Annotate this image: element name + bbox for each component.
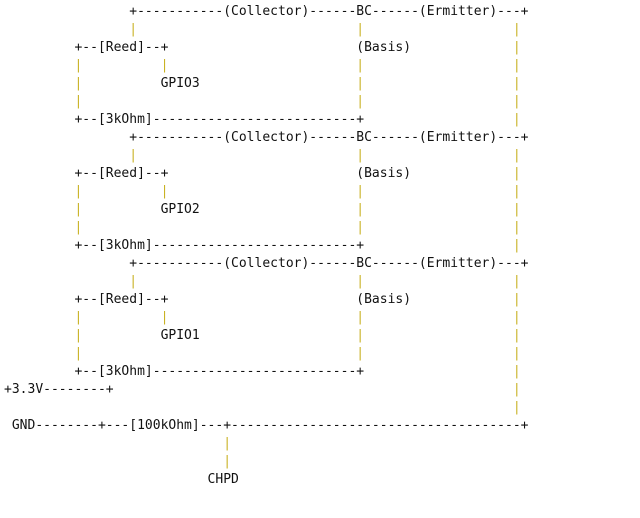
diagram-line: GND--------+---[100kOhm]---+------------… (11, 418, 529, 433)
diagram-line: | (223, 454, 232, 469)
diagram-line: | (512, 400, 521, 415)
diagram-line: | GPIO1 | | (74, 328, 521, 343)
ascii-circuit-diagram: +-----------(Collector)------BC------(Er… (4, 3, 528, 489)
diagram-line: +3.3V--------+ | (4, 382, 521, 397)
diagram-line: | (223, 436, 232, 451)
diagram-line: | | | (129, 274, 521, 289)
diagram-line: +--[3kOhm]--------------------------+ | (74, 364, 521, 379)
diagram-line: | GPIO2 | | (74, 202, 521, 217)
diagram-line: CHPD (207, 472, 239, 487)
diagram-line: | | | (74, 346, 521, 361)
diagram-line: | GPIO3 | | (74, 76, 521, 91)
diagram-line: +--[3kOhm]--------------------------+ | (74, 238, 521, 253)
diagram-line: | | | (129, 22, 521, 37)
diagram-line: +--[Reed]--+ (Basis) | (74, 40, 521, 55)
diagram-line: | | | (74, 220, 521, 235)
diagram-line: | | | (74, 94, 521, 109)
diagram-line: +-----------(Collector)------BC------(Er… (129, 4, 529, 19)
diagram-line: | | | | (74, 310, 521, 325)
diagram-line: | | | | (74, 58, 521, 73)
diagram-line: | | | | (74, 184, 521, 199)
diagram-line: +-----------(Collector)------BC------(Er… (129, 130, 529, 145)
diagram-line: | | | (129, 148, 521, 163)
diagram-line: +--[3kOhm]--------------------------+ | (74, 112, 521, 127)
diagram-line: +-----------(Collector)------BC------(Er… (129, 256, 529, 271)
diagram-line: +--[Reed]--+ (Basis) | (74, 166, 521, 181)
diagram-line: +--[Reed]--+ (Basis) | (74, 292, 521, 307)
